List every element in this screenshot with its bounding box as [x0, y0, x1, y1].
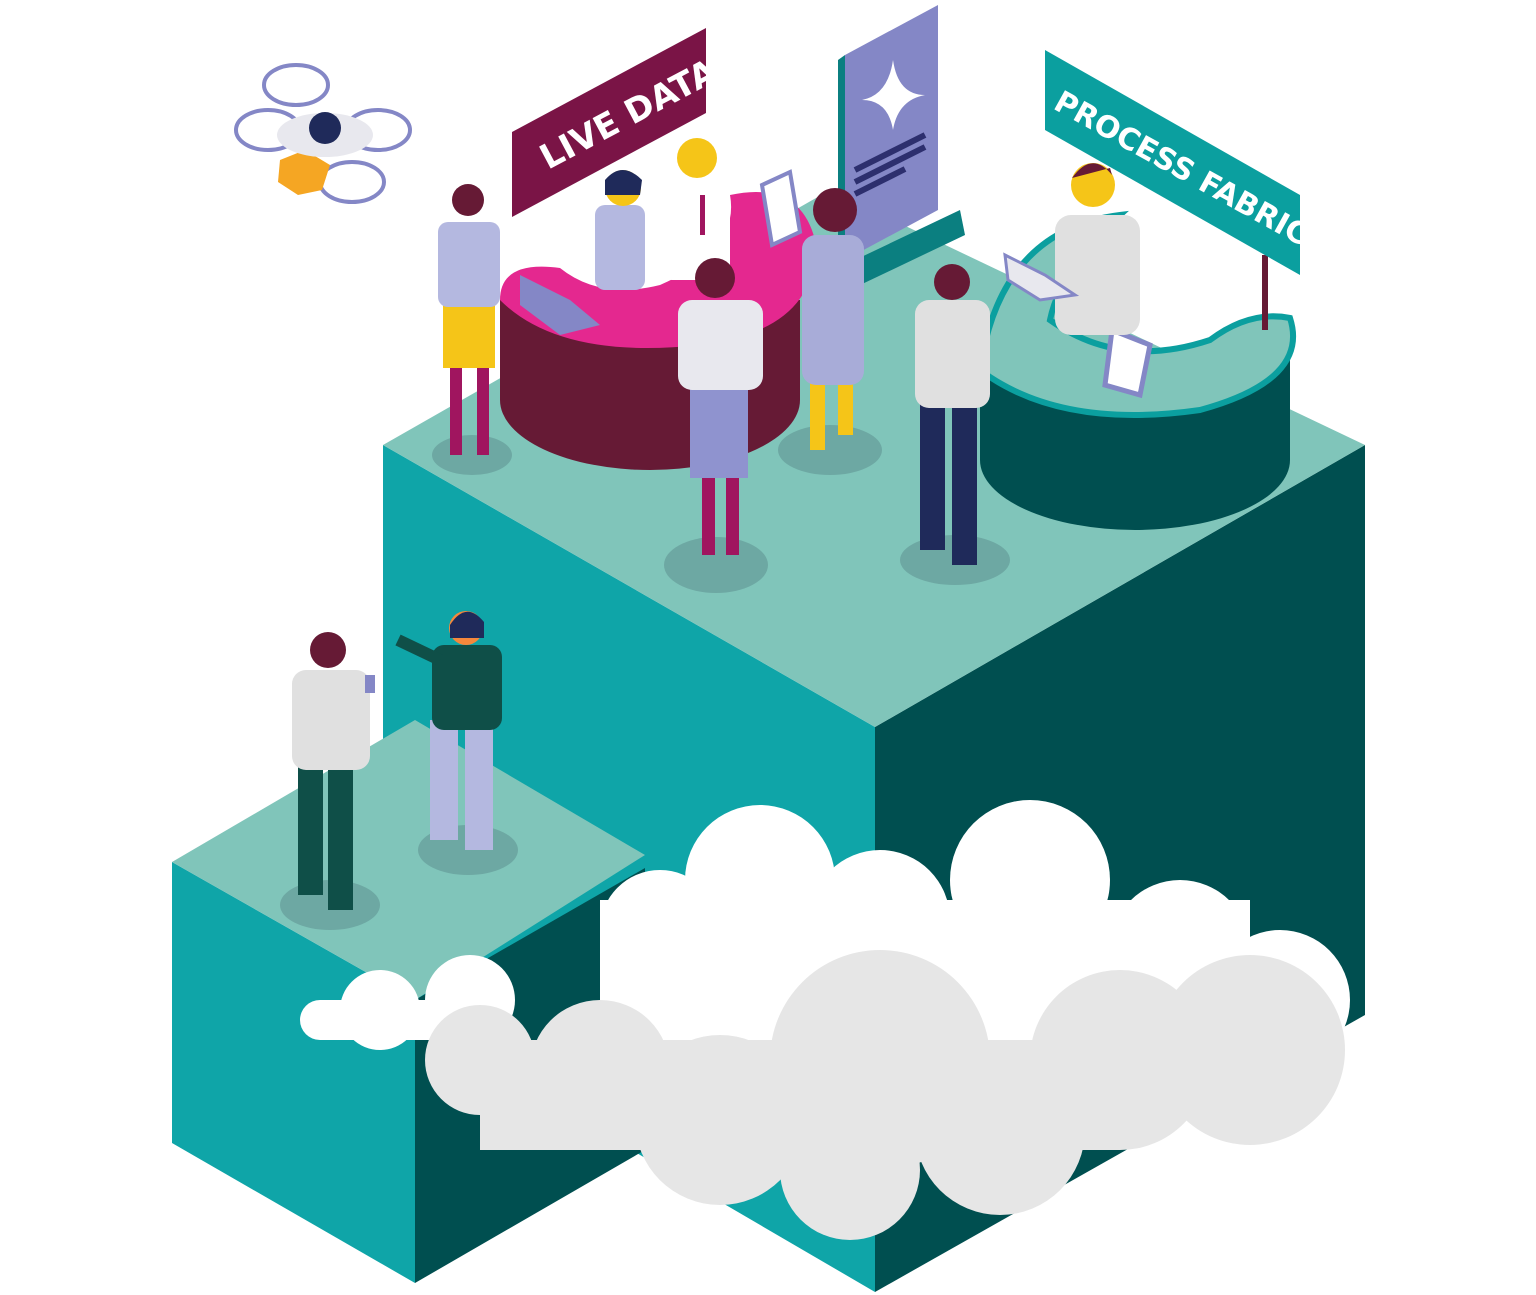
live-data-sign [512, 28, 706, 217]
person-man-phone-upper [900, 264, 1010, 585]
phone [365, 675, 375, 693]
person-woman-lavender-skirt [664, 258, 768, 593]
live-data-booth: LIVE DATA [500, 28, 816, 470]
person-woman-yellow-skirt [432, 184, 512, 475]
person-man-tie [660, 138, 730, 280]
small-platform-left-face [172, 862, 415, 1283]
person-woman-holding-tablet [759, 169, 882, 475]
person-man-phone-lower [280, 632, 380, 930]
person-woman-waving [395, 611, 518, 875]
drone-icon [234, 63, 412, 204]
cloud [300, 800, 1350, 1240]
laptop [520, 275, 600, 335]
sparkle-icon [862, 60, 925, 130]
person-woman-at-counter [595, 170, 645, 290]
small-platform-top-face [172, 720, 645, 1000]
laptop [1003, 252, 1080, 302]
person-man-process-booth [1003, 163, 1140, 335]
tablet-stand [1102, 326, 1153, 399]
tablet [759, 169, 803, 248]
process-fabric-sign [1045, 50, 1300, 275]
people [280, 138, 1140, 930]
roll-up-banner [838, 5, 965, 285]
